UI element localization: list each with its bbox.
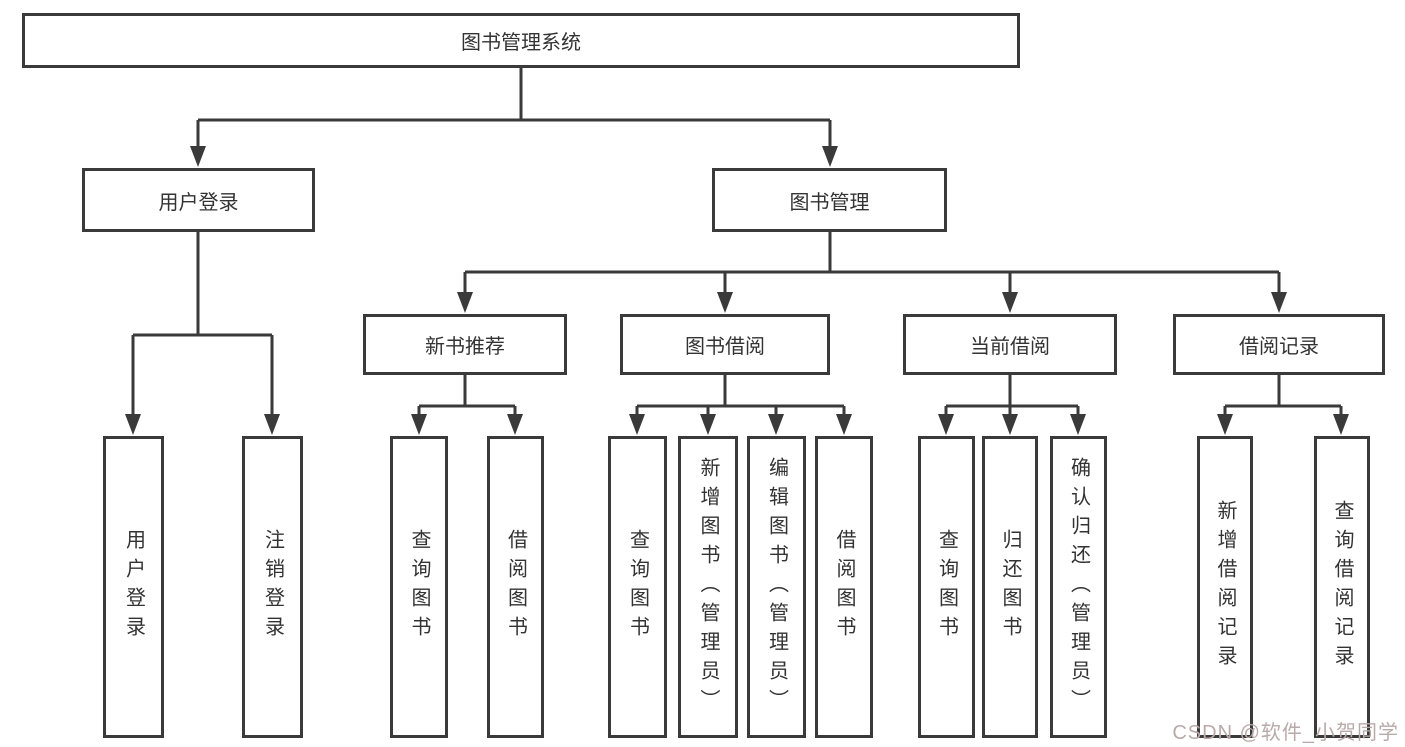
leaf-add-borrow-record-label: 新增借阅记录	[1214, 500, 1236, 674]
node-borrowing-records: 借阅记录	[1173, 314, 1385, 375]
leaf-borrow-books-borrow-label: 借阅图书	[833, 529, 855, 645]
leaf-query-books-borrow-label: 查询图书	[626, 529, 649, 645]
leaf-edit-book-admin: 编辑图书（管理员）	[747, 436, 806, 738]
node-user-login: 用户登录	[82, 168, 315, 232]
leaf-confirm-return-admin: 确认归还（管理员）	[1050, 436, 1107, 738]
leaf-query-books-borrow: 查询图书	[608, 436, 667, 738]
leaf-query-books-current: 查询图书	[918, 436, 975, 738]
node-book-management: 图书管理	[712, 168, 947, 232]
node-new-book-recommend-label: 新书推荐	[425, 336, 505, 358]
leaf-add-book-admin-label: 新增图书（管理员）	[697, 456, 719, 718]
leaf-query-borrow-record-label: 查询借阅记录	[1331, 500, 1353, 674]
leaf-user-login-label: 用户登录	[122, 529, 145, 645]
node-current-borrowing: 当前借阅	[903, 314, 1117, 375]
leaf-logout-label: 注销登录	[261, 529, 284, 645]
leaf-borrow-books-recommend: 借阅图书	[487, 436, 544, 738]
node-user-login-label: 用户登录	[158, 191, 239, 214]
leaf-edit-book-admin-label: 编辑图书（管理员）	[765, 456, 788, 718]
leaf-user-login: 用户登录	[103, 436, 164, 738]
node-book-borrowing-label: 图书借阅	[685, 336, 765, 358]
node-new-book-recommend: 新书推荐	[363, 314, 567, 375]
node-book-borrowing: 图书借阅	[620, 314, 830, 375]
connector-paths	[131, 68, 1343, 418]
leaf-borrow-books-borrow: 借阅图书	[815, 436, 873, 738]
leaf-logout: 注销登录	[242, 436, 303, 738]
node-borrowing-records-label: 借阅记录	[1239, 336, 1319, 358]
node-root: 图书管理系统	[22, 13, 1020, 68]
leaf-add-book-admin: 新增图书（管理员）	[678, 436, 738, 738]
leaf-return-book-label: 归还图书	[999, 529, 1021, 645]
leaf-query-books-recommend: 查询图书	[390, 436, 448, 738]
node-root-label: 图书管理系统	[461, 32, 581, 54]
node-current-borrowing-label: 当前借阅	[970, 336, 1050, 358]
leaf-borrow-books-recommend-label: 借阅图书	[504, 529, 527, 645]
leaf-add-borrow-record: 新增借阅记录	[1197, 436, 1253, 738]
leaf-confirm-return-admin-label: 确认归还（管理员）	[1067, 456, 1090, 718]
leaf-query-borrow-record: 查询借阅记录	[1314, 436, 1370, 738]
leaf-query-books-recommend-label: 查询图书	[408, 529, 430, 645]
leaf-return-book: 归还图书	[982, 436, 1038, 738]
watermark: CSDN @软件_小贺同学	[1172, 722, 1399, 744]
leaf-query-books-current-label: 查询图书	[935, 529, 958, 645]
node-book-management-label: 图书管理	[789, 191, 870, 214]
